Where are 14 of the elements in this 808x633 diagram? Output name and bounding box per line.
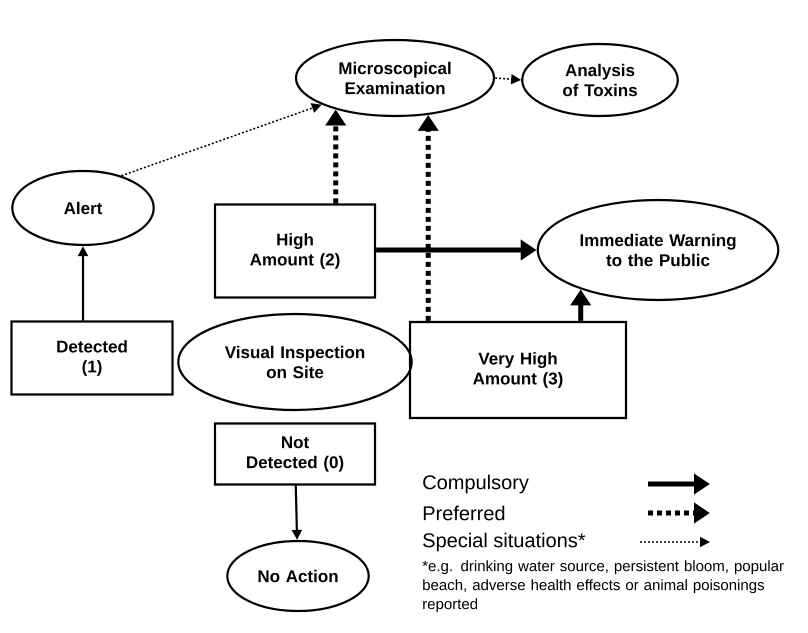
legend-label: Compulsory [423,474,529,494]
ellipse-node: Analysis of Toxins [521,42,679,118]
process-box: Very High Amount (3) [408,320,628,420]
process-box: Detected (1) [10,320,174,396]
ellipse-node: Visual Inspection on Site [177,312,413,412]
process-box: High Amount (2) [214,203,376,299]
ellipse-node: No Action [226,540,370,612]
legend-label: Preferred [424,506,504,520]
footnote: *e.g. drinking water source, persistent bloom, popular beach, adverse health effects or animal poisonings reported [422,560,784,612]
ellipse-node: Alert [11,170,155,246]
legend-label: Special situations* [423,532,586,552]
ellipse-node: Microscopical Examination [294,38,496,118]
ellipse-node: Immediate Warning to the Public [536,198,780,302]
process-box: Not Detected (0) [214,422,376,486]
